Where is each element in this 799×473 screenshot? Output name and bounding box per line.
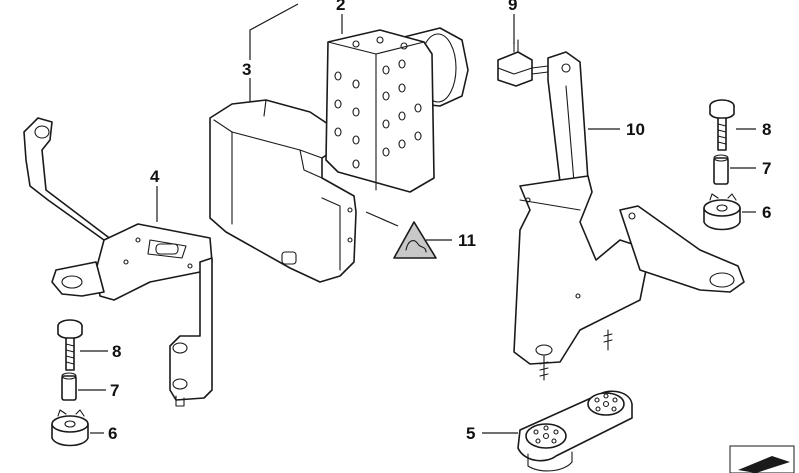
callout-8-left: 8 [112,342,121,361]
callout-2: 2 [336,0,345,14]
callout-4: 4 [150,167,160,186]
warning-sign-icon [393,221,437,259]
bolt-right [709,99,735,151]
left-bracket [23,117,213,407]
spacer-sleeve-right [713,154,729,185]
hydraulic-unit [325,27,469,193]
callout-11: 11 [458,231,476,250]
rubber-mount-9 [497,39,549,87]
callout-5: 5 [466,424,475,443]
callout-8-right: 8 [762,120,771,139]
callouts: 2 3 4 9 10 8 7 6 11 8 7 6 5 [108,0,771,443]
leader-lines [78,3,756,434]
page-corner-arrow-icon[interactable] [729,445,795,473]
callout-3: 3 [242,60,251,79]
callout-6-right: 6 [762,203,771,222]
callout-7-left: 7 [110,381,119,400]
callout-7-right: 7 [762,159,771,178]
rubber-mount-5 [517,390,633,472]
control-unit [209,99,357,283]
bolt-left [57,319,83,371]
callout-10: 10 [626,120,645,139]
right-bracket [513,51,745,381]
callout-9: 9 [508,0,517,14]
rubber-bushing-left [51,409,89,447]
rubber-bushing-right [703,193,741,231]
spacer-sleeve-left [61,372,77,401]
callout-6-left: 6 [108,424,117,443]
